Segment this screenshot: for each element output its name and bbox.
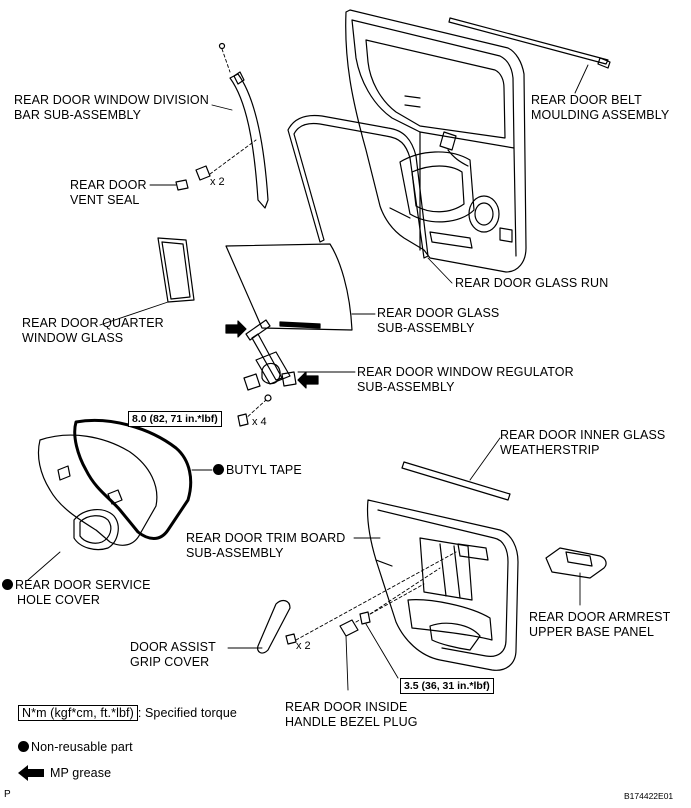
window-regulator [225,319,356,427]
legend-non-reusable: Non-reusable part [18,740,133,755]
torque-regulator: 8.0 (82, 71 in.*lbf) [128,411,222,427]
door-glass [225,243,376,331]
armrest-panel [545,547,607,606]
figure-code: B174422E01 [624,791,674,801]
non-reusable-icon [2,579,13,590]
qty-grip-screws: x 2 [296,640,311,652]
legend-grease: MP grease [50,766,112,780]
qty-regulator-bolts: x 4 [252,416,267,428]
glass-run [287,114,453,284]
inner-weatherstrip [401,437,511,501]
trim-fastener-lines [295,551,457,641]
label-service-cover: REAR DOOR SERVICE HOLE COVER [2,578,151,608]
door-shell [345,9,527,273]
non-reusable-icon [18,741,29,752]
label-glass-run: REAR DOOR GLASS RUN [455,276,609,290]
trim-board [353,499,519,671]
grease-arrow-icon [18,765,44,781]
belt-moulding [448,17,611,94]
quarter-glass [99,237,195,326]
non-reusable-icon [213,464,224,475]
bezel-plug [339,611,399,691]
torque-trim: 3.5 (36, 31 in.*lbf) [400,678,494,694]
legend-torque: N*m (kgf*cm, ft.*lbf): Specified torque [18,705,237,721]
grip-cover [227,599,297,654]
footer-left: P [4,789,11,800]
division-bar [149,42,269,209]
label-butyl-tape: BUTYL TAPE [213,463,302,478]
service-hole-cover [27,418,213,581]
qty-vent-seal-screws: x 2 [210,176,225,188]
